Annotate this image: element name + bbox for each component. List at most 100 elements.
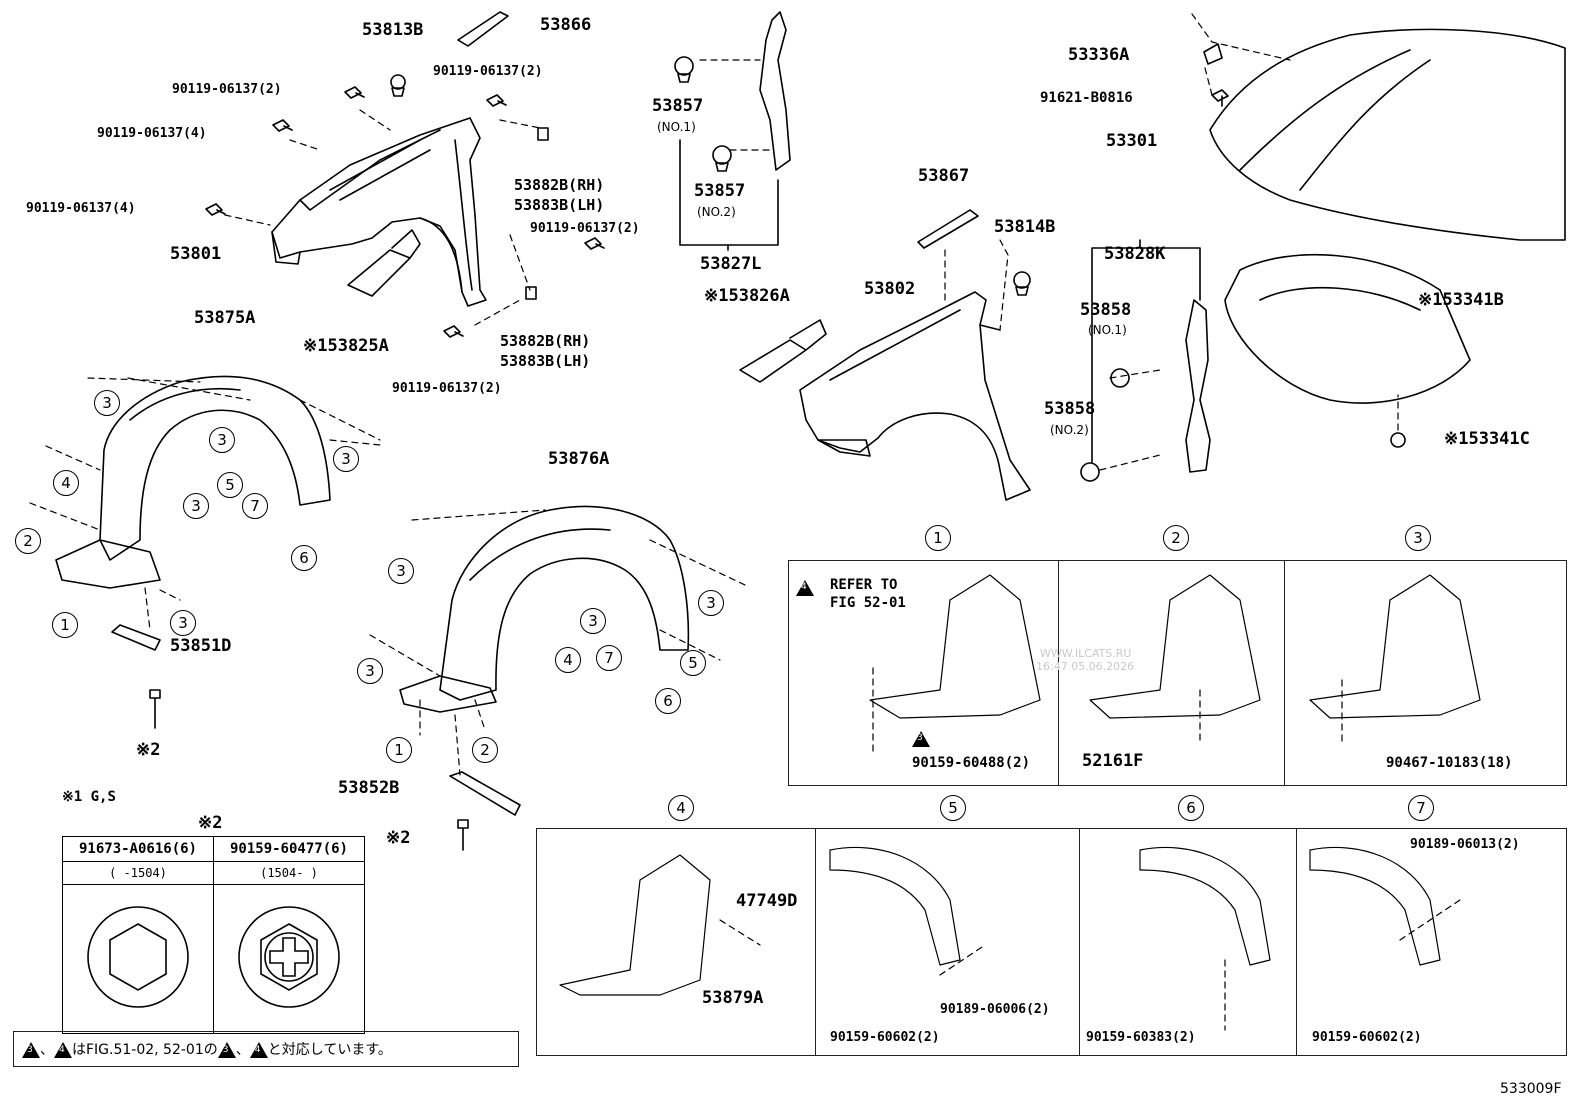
callout-3: 3 bbox=[170, 610, 196, 636]
part-sublabel-no1: (NO.1) bbox=[1088, 323, 1127, 337]
note-mark-2: ※2 bbox=[386, 828, 411, 848]
detail-panel-row-2 bbox=[536, 828, 1567, 1056]
panel-header-6: 6 bbox=[1178, 795, 1204, 821]
part-label-53867[interactable]: 53867 bbox=[918, 166, 970, 186]
part-label-53858-no1[interactable]: 53858 bbox=[1080, 300, 1132, 320]
part-label-53828K[interactable]: 53828K bbox=[1104, 244, 1166, 264]
callout-3: 3 bbox=[388, 558, 414, 584]
callout-2: 2 bbox=[472, 737, 498, 763]
panel-divider bbox=[1079, 828, 1080, 1056]
part-label-53814B[interactable]: 53814B bbox=[994, 217, 1056, 237]
part-label-90159-60602[interactable]: 90159-60602(2) bbox=[830, 1030, 940, 1045]
fender-53802 bbox=[799, 291, 1031, 501]
hex-bolt-icon bbox=[62, 884, 214, 1034]
callout-5: 5 bbox=[217, 472, 243, 498]
callout-2: 2 bbox=[15, 528, 41, 554]
part-label-47749D[interactable]: 47749D bbox=[736, 891, 798, 911]
part-label-53341C[interactable]: ※153341C bbox=[1444, 429, 1530, 449]
footnote-box bbox=[13, 1031, 519, 1067]
detail-panel-row-1 bbox=[788, 560, 1567, 786]
watermark-site: WWW.ILCATS.RU bbox=[1040, 647, 1132, 660]
part-label-53858-no2[interactable]: 53858 bbox=[1044, 399, 1096, 419]
part-label-53825A[interactable]: ※153825A bbox=[303, 336, 389, 356]
callout-3: 3 bbox=[357, 658, 383, 684]
panel-divider bbox=[1284, 560, 1285, 786]
callout-1: 1 bbox=[386, 737, 412, 763]
panel-divider bbox=[815, 828, 816, 1056]
part-label-90119-06137-2[interactable]: 90119-06137(2) bbox=[392, 381, 502, 396]
part-label-53813B[interactable]: 53813B bbox=[362, 20, 424, 40]
callout-6: 6 bbox=[655, 688, 681, 714]
part-label-53883B-lh[interactable]: 53883B(LH) bbox=[514, 196, 605, 214]
part-label-53857-no2[interactable]: 53857 bbox=[694, 181, 746, 201]
callout-3: 3 bbox=[698, 590, 724, 616]
bolt-reference-table: 91673-A0616(6) 90159-60477(6) ( -1504) (… bbox=[62, 836, 365, 1034]
ref-table-mark: ※2 bbox=[198, 813, 223, 833]
part-label-53879A[interactable]: 53879A bbox=[702, 988, 764, 1008]
callout-4: 4 bbox=[555, 647, 581, 673]
part-label-53301[interactable]: 53301 bbox=[1106, 131, 1158, 151]
part-label-91621-B0816[interactable]: 91621-B0816 bbox=[1040, 90, 1133, 106]
note-mark-2: ※2 bbox=[136, 740, 161, 760]
callout-3: 3 bbox=[183, 493, 209, 519]
part-label-53341B[interactable]: ※153341B bbox=[1418, 290, 1504, 310]
footnote-triangle-4: 4 bbox=[54, 1042, 72, 1058]
part-sublabel-no2: (NO.2) bbox=[697, 205, 736, 219]
liner-53875A bbox=[55, 375, 331, 589]
drawing-code: 533009F bbox=[1500, 1081, 1562, 1097]
note-mark-1: ※1 G,S bbox=[62, 789, 116, 805]
part-label-53857-no1[interactable]: 53857 bbox=[652, 96, 704, 116]
part-label-53802[interactable]: 53802 bbox=[864, 279, 916, 299]
ref-col2-range: (1504- ) bbox=[213, 861, 365, 885]
callout-3: 3 bbox=[94, 390, 120, 416]
panel-divider bbox=[1058, 560, 1059, 786]
part-label-53875A[interactable]: 53875A bbox=[194, 308, 256, 328]
callout-1: 1 bbox=[52, 612, 78, 638]
part-label-90119-06137-2[interactable]: 90119-06137(2) bbox=[433, 64, 543, 79]
part-label-90159-60383[interactable]: 90159-60383(2) bbox=[1086, 1030, 1196, 1045]
part-label-90467-10183[interactable]: 90467-10183(18) bbox=[1386, 755, 1513, 771]
fender-53801 bbox=[271, 117, 487, 307]
part-label-53882B-rh[interactable]: 53882B(RH) bbox=[514, 176, 605, 194]
panel-header-2: 2 bbox=[1163, 525, 1189, 551]
part-label-53801[interactable]: 53801 bbox=[170, 244, 222, 264]
callout-7: 7 bbox=[596, 645, 622, 671]
hood-53301 bbox=[1209, 28, 1566, 241]
refer-to-text: REFER TO bbox=[830, 577, 898, 593]
part-label-53826A[interactable]: ※153826A bbox=[704, 286, 790, 306]
callout-4: 4 bbox=[53, 470, 79, 496]
part-sublabel-no1: (NO.1) bbox=[657, 120, 696, 134]
panel-header-3: 3 bbox=[1405, 525, 1431, 551]
part-label-90119-06137-2[interactable]: 90119-06137(2) bbox=[530, 221, 640, 236]
panel-divider bbox=[1296, 828, 1297, 1056]
part-label-90159-60488[interactable]: 90159-60488(2) bbox=[912, 755, 1031, 771]
part-label-90189-06013[interactable]: 90189-06013(2) bbox=[1410, 837, 1520, 852]
footnote-triangle-4: 4 bbox=[249, 1042, 268, 1058]
panel-header-1: 1 bbox=[925, 525, 951, 551]
callout-3: 3 bbox=[580, 608, 606, 634]
ref-col2-part: 90159-60477(6) bbox=[213, 836, 365, 862]
callout-3: 3 bbox=[333, 446, 359, 472]
part-label-53876A[interactable]: 53876A bbox=[548, 449, 610, 469]
part-label-53852B[interactable]: 53852B bbox=[338, 778, 400, 798]
part-label-53336A[interactable]: 53336A bbox=[1068, 45, 1130, 65]
panel-header-4: 4 bbox=[668, 795, 694, 821]
part-label-90119-06137-2[interactable]: 90119-06137(2) bbox=[172, 82, 282, 97]
part-label-90119-06137-4[interactable]: 90119-06137(4) bbox=[97, 126, 207, 141]
watermark-stamp: 16:47 05.06.2026 bbox=[1036, 660, 1135, 673]
refer-fig-text: FIG 52-01 bbox=[830, 595, 906, 611]
part-label-53882B-rh[interactable]: 53882B(RH) bbox=[500, 332, 591, 350]
part-label-53883B-lh[interactable]: 53883B(LH) bbox=[500, 352, 591, 370]
callout-3: 3 bbox=[209, 427, 235, 453]
part-label-53866[interactable]: 53866 bbox=[540, 15, 592, 35]
part-label-90159-60602[interactable]: 90159-60602(2) bbox=[1312, 1030, 1422, 1045]
part-label-90119-06137-4[interactable]: 90119-06137(4) bbox=[26, 201, 136, 216]
callout-6: 6 bbox=[291, 545, 317, 571]
part-label-52161F[interactable]: 52161F bbox=[1082, 751, 1144, 771]
part-label-90189-06006[interactable]: 90189-06006(2) bbox=[940, 1002, 1050, 1017]
panel-header-7: 7 bbox=[1408, 795, 1434, 821]
part-label-53827L[interactable]: 53827L bbox=[700, 254, 762, 274]
part-label-53851D[interactable]: 53851D bbox=[170, 636, 232, 656]
